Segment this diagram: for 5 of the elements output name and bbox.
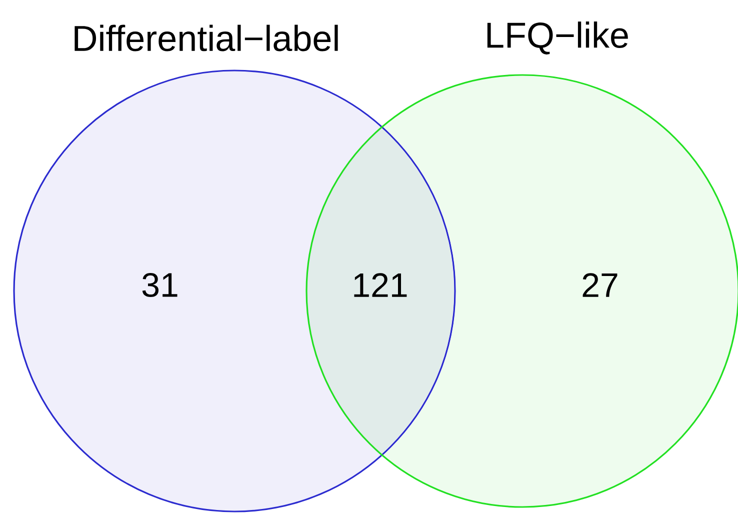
count-label: 31 (142, 272, 178, 298)
set-title: Differential−label (74, 24, 338, 52)
set-title: LFQ−like (487, 22, 628, 54)
count-label: 27 (582, 273, 618, 297)
count-label: 121 (354, 273, 407, 297)
